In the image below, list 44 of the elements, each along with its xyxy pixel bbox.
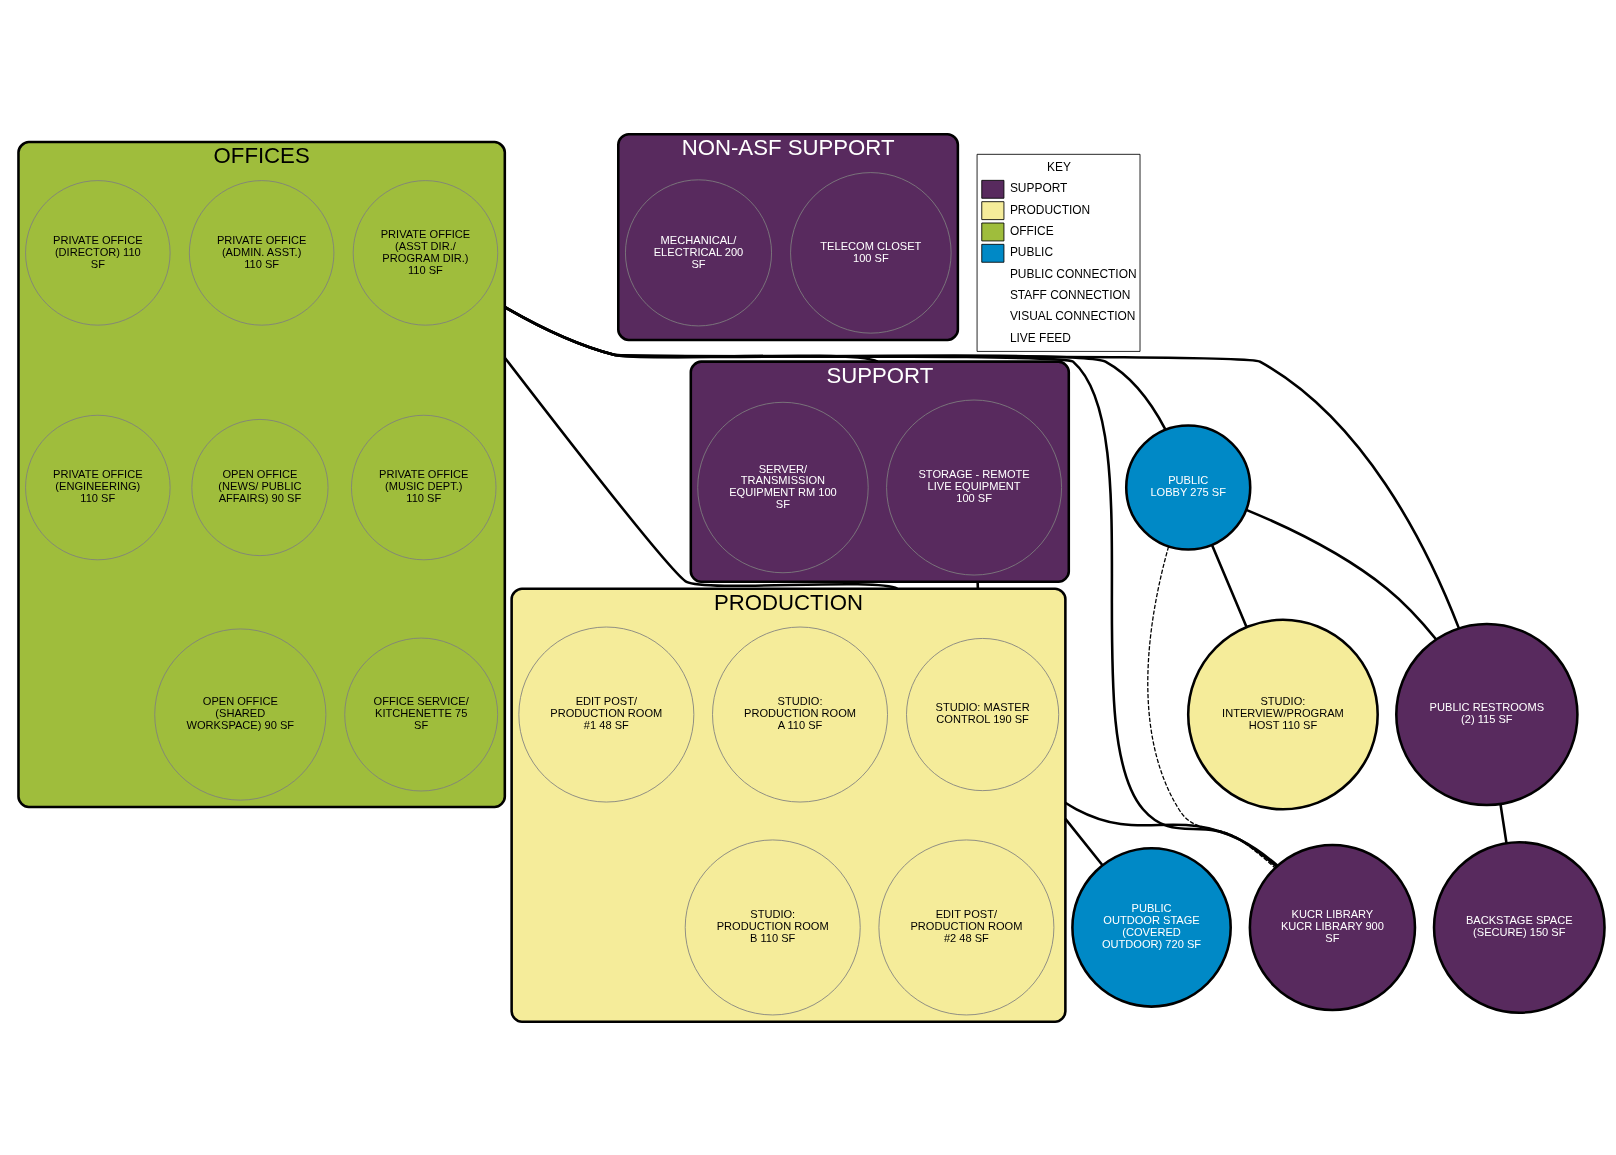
node-circle: PRIVATE OFFICE (ASST DIR./ PROGRAM DIR.) 110 SF bbox=[352, 179, 499, 326]
node-circle: SERVER/ TRANSMISSION EQUIPMENT RM 100 SF bbox=[697, 401, 869, 573]
legend-label: PUBLIC CONNECTION bbox=[1009, 266, 1137, 281]
node-circle: TELECOM CLOSET 100 SF bbox=[790, 171, 952, 334]
connector bbox=[1064, 817, 1104, 866]
connector bbox=[504, 305, 878, 363]
node-circle: PRIVATE OFFICE (ADMIN. ASST.) 110 SF bbox=[188, 179, 335, 326]
node-circle: STUDIO: PRODUCTION ROOM B 110 SF bbox=[684, 839, 861, 1015]
node-circle: STUDIO: MASTER CONTROL 190 SF bbox=[906, 637, 1060, 791]
node-circle: PRIVATE OFFICE (ENGINEERING) 110 SF bbox=[25, 414, 171, 560]
connector bbox=[976, 581, 980, 589]
connector bbox=[504, 305, 1461, 629]
legend-label: OFFICE bbox=[1009, 223, 1054, 238]
connector bbox=[1147, 545, 1276, 868]
node-circle: STUDIO: PRODUCTION ROOM A 110 SF bbox=[712, 626, 888, 802]
connector bbox=[1210, 543, 1248, 627]
node-circle: PUBLIC RESTROOMS (2) 115 SF bbox=[1395, 622, 1579, 806]
node-circle: EDIT POST/ PRODUCTION ROOM #2 48 SF bbox=[878, 839, 1055, 1015]
node-circle: STUDIO: INTERVIEW/PROGRAM HOST 110 SF bbox=[1186, 618, 1379, 811]
legend-label: PUBLIC bbox=[1009, 244, 1054, 259]
connector bbox=[1245, 508, 1438, 640]
connector bbox=[1064, 801, 1279, 867]
connector bbox=[503, 356, 898, 590]
connector bbox=[1499, 803, 1508, 843]
node-circle: OPEN OFFICE (NEWS/ PUBLIC AFFAIRS) 90 SF bbox=[191, 418, 329, 556]
node-circle: MECHANICAL/ ELECTRICAL 200 SF bbox=[625, 178, 772, 326]
label: KEY bbox=[1047, 159, 1071, 174]
legend-label: VISUAL CONNECTION bbox=[1009, 308, 1136, 323]
node-circle: PUBLIC OUTDOOR STAGE (COVERED OUTDOOR) 720 SF bbox=[1071, 846, 1232, 1008]
connector bbox=[504, 305, 1167, 430]
node-circle: EDIT POST/ PRODUCTION ROOM #1 48 SF bbox=[518, 626, 695, 802]
node-circle: PRIVATE OFFICE (MUSIC DEPT.) 110 SF bbox=[351, 414, 497, 560]
node-circle: PRIVATE OFFICE (DIRECTOR) 110 SF bbox=[25, 179, 171, 326]
node-circle: OPEN OFFICE (SHARED WORKSPACE) 90 SF bbox=[154, 628, 327, 801]
connector bbox=[504, 305, 1278, 868]
node-circle: PUBLIC LOBBY 275 SF bbox=[1124, 423, 1252, 551]
node-circle: BACKSTAGE SPACE (SECURE) 150 SF bbox=[1432, 840, 1606, 1014]
legend-label: STAFF CONNECTION bbox=[1009, 287, 1131, 302]
node-circle: OFFICE SERVICE/ KITCHENETTE 75 SF bbox=[344, 637, 499, 791]
legend-label: PRODUCTION bbox=[1009, 202, 1091, 217]
legend-label: LIVE FEED bbox=[1009, 330, 1071, 345]
legend-label: SUPPORT bbox=[1009, 180, 1068, 195]
node-circle: STORAGE - REMOTE LIVE EQUIPMENT 100 SF bbox=[886, 399, 1062, 575]
node-circle: KUCR LIBRARY KUCR LIBRARY 900 SF bbox=[1248, 843, 1417, 1011]
